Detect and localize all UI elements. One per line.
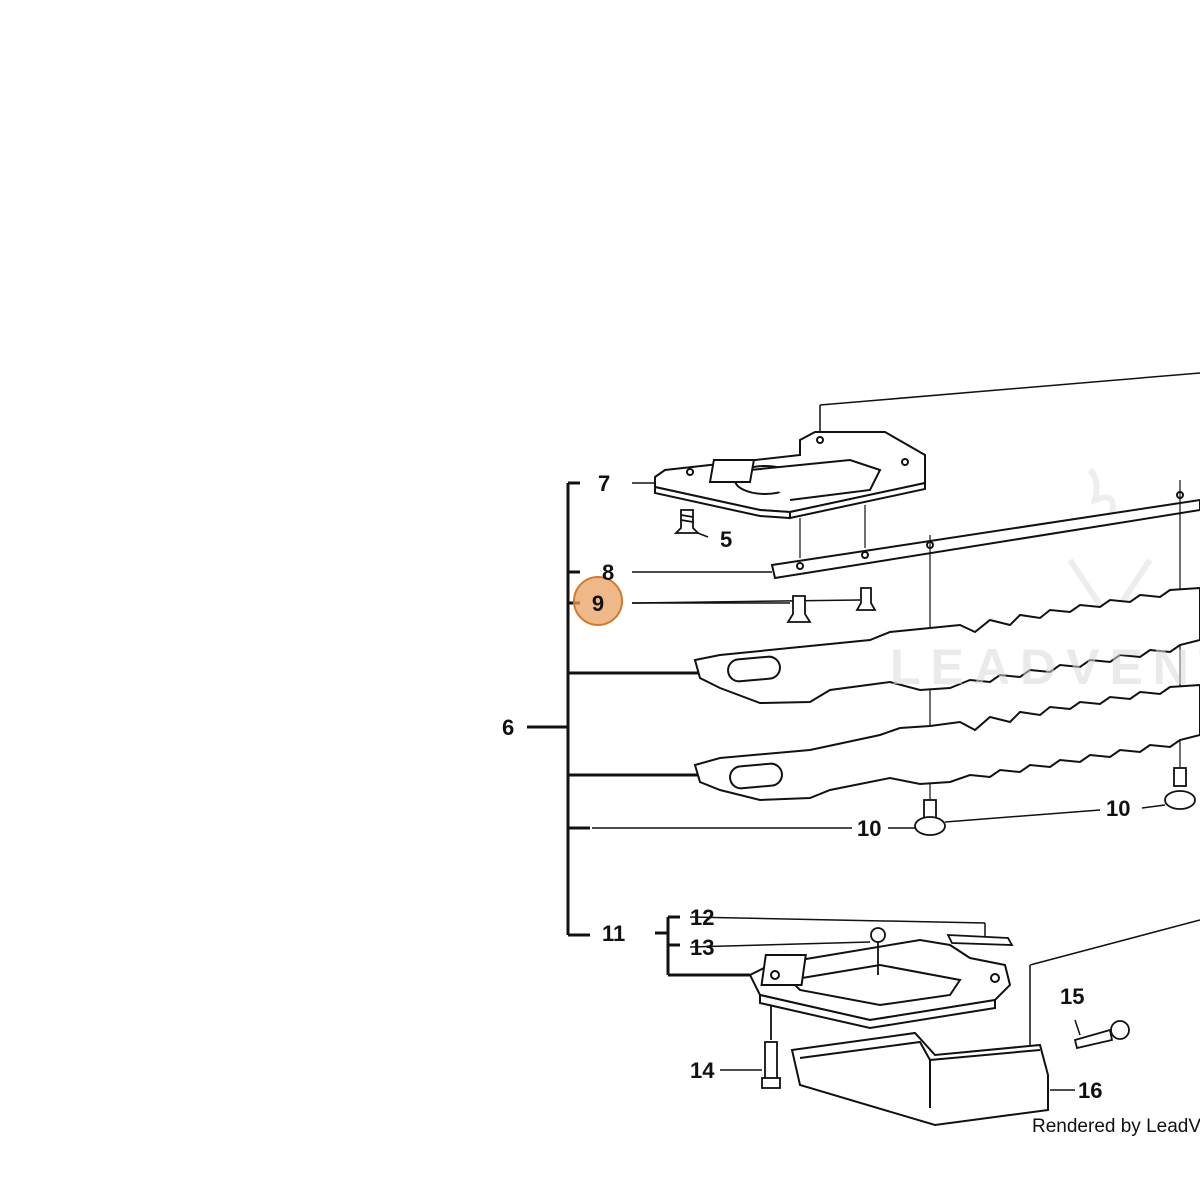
- bracket-group-11: [655, 915, 750, 977]
- blade-lower: [693, 683, 1200, 802]
- render-credit: Rendered by LeadVent: [1032, 1116, 1200, 1137]
- part-13-ball: [870, 927, 886, 975]
- part-9-screws: [786, 587, 877, 623]
- callout-5[interactable]: 5: [720, 527, 732, 552]
- part-5-screw: [673, 509, 701, 534]
- callout-6[interactable]: 6: [502, 715, 514, 740]
- callout-12[interactable]: 12: [690, 905, 714, 930]
- bracket-group-6: [527, 481, 700, 937]
- watermark-text: LEADVENT: [890, 639, 1200, 695]
- part-16-cover: [790, 1031, 1049, 1127]
- callout-15[interactable]: 15: [1060, 984, 1084, 1009]
- part-11-housing: [748, 938, 1012, 1030]
- part-7-holder-plate: [654, 431, 926, 520]
- callout-7[interactable]: 7: [598, 471, 610, 496]
- part-10-bolts: [914, 767, 1196, 836]
- part-14-bolt: [761, 1005, 781, 1089]
- highlight-marker-9[interactable]: [573, 576, 623, 626]
- callout-9[interactable]: 9: [592, 591, 604, 616]
- callout-8[interactable]: 8: [602, 560, 614, 585]
- callout-10b[interactable]: 10: [1106, 796, 1130, 821]
- callout-11[interactable]: 11: [602, 921, 625, 946]
- callout-14[interactable]: 14: [690, 1058, 715, 1083]
- callout-10a[interactable]: 10: [857, 816, 881, 841]
- callout-13[interactable]: 13: [690, 935, 714, 960]
- part-15-screw: [1073, 1020, 1130, 1050]
- blade-upper: [693, 586, 1200, 705]
- part-12-pad: [946, 934, 1014, 946]
- callout-16[interactable]: 16: [1078, 1078, 1102, 1103]
